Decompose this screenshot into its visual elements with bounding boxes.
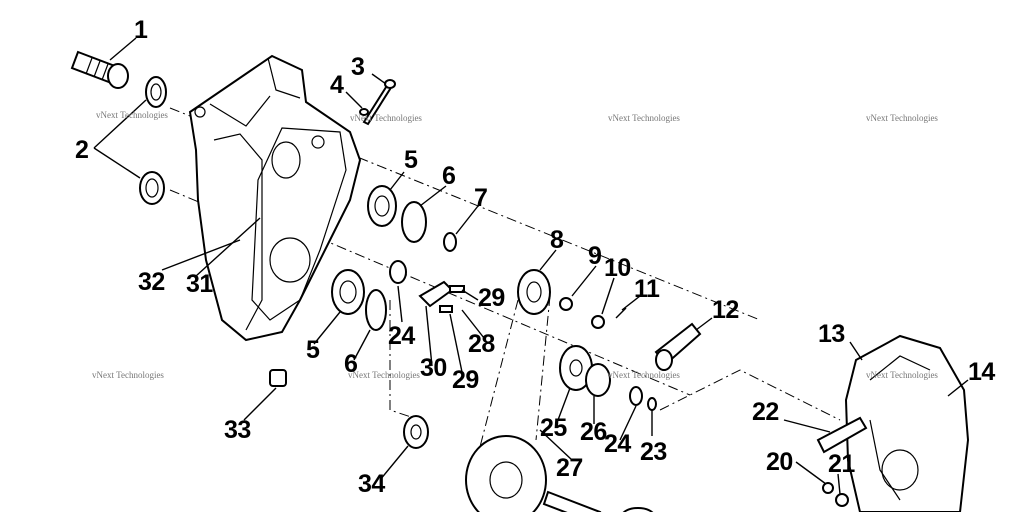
plug-part bbox=[269, 369, 287, 387]
callout-label: 21 bbox=[828, 450, 855, 478]
callout-label: 12 bbox=[712, 296, 739, 324]
callout-label: 24 bbox=[604, 430, 631, 458]
sprocket-part bbox=[517, 269, 551, 315]
callout-label: 29 bbox=[478, 284, 505, 312]
washer-part bbox=[389, 232, 657, 411]
callout-label: 30 bbox=[420, 354, 447, 382]
bearing-part bbox=[331, 185, 397, 315]
spacer-part bbox=[403, 415, 429, 449]
bolt-part bbox=[359, 79, 396, 126]
callout-label: 25 bbox=[540, 414, 567, 442]
callout-label: 34 bbox=[358, 470, 385, 498]
callout-label: 7 bbox=[474, 184, 487, 212]
callout-label: 24 bbox=[388, 322, 415, 350]
callout-label: 22 bbox=[752, 398, 779, 426]
gearcase-cover-part bbox=[816, 334, 970, 512]
watermark: vNext Technologies bbox=[348, 370, 420, 380]
callout-label: 28 bbox=[468, 330, 495, 358]
callout-label: 5 bbox=[404, 146, 418, 174]
o-ring-part bbox=[365, 201, 427, 331]
leader-lines bbox=[93, 37, 969, 495]
callout-label: 13 bbox=[818, 320, 845, 348]
watermark-layer: vNext Technologies vNext Technologies vN… bbox=[92, 110, 938, 380]
watermark: vNext Technologies bbox=[92, 370, 164, 380]
callout-label: 26 bbox=[580, 418, 607, 446]
watermark: vNext Technologies bbox=[866, 113, 938, 123]
shift-lever-part bbox=[654, 322, 702, 371]
watermark: vNext Technologies bbox=[96, 110, 168, 120]
callout-labels: 1 2 3 4 5 5 6 6 7 8 9 10 11 12 13 14 20 … bbox=[75, 16, 996, 498]
callout-label: 14 bbox=[968, 358, 995, 386]
callout-label: 1 bbox=[134, 16, 148, 44]
callout-label: 6 bbox=[344, 350, 357, 378]
callout-label: 8 bbox=[550, 226, 564, 254]
callout-label: 20 bbox=[766, 448, 793, 476]
watermark: vNext Technologies bbox=[608, 113, 680, 123]
callout-label: 29 bbox=[452, 366, 479, 394]
callout-label: 10 bbox=[604, 254, 631, 282]
input-shaft-part bbox=[70, 50, 129, 89]
watermark: vNext Technologies bbox=[350, 113, 422, 123]
callout-label: 27 bbox=[556, 454, 583, 482]
shift-fork-part bbox=[418, 280, 465, 313]
callout-label: 11 bbox=[634, 275, 660, 303]
watermark: vNext Technologies bbox=[608, 370, 680, 380]
gearcase-housing-part bbox=[188, 54, 362, 342]
seal-part bbox=[139, 76, 167, 205]
callout-label: 31 bbox=[186, 270, 213, 298]
callout-label: 6 bbox=[442, 162, 455, 190]
nut-part bbox=[559, 297, 627, 329]
watermark: vNext Technologies bbox=[866, 370, 938, 380]
callout-label: 33 bbox=[224, 416, 251, 444]
callout-label: 3 bbox=[351, 53, 364, 81]
callout-label: 4 bbox=[330, 71, 344, 99]
output-gear-part bbox=[465, 435, 654, 512]
chain-part bbox=[473, 295, 551, 471]
cluster-gear-part bbox=[559, 345, 611, 397]
callout-label: 5 bbox=[306, 336, 320, 364]
callout-label: 32 bbox=[138, 268, 165, 296]
callout-label: 2 bbox=[75, 136, 88, 164]
callout-label: 23 bbox=[640, 438, 667, 466]
callout-label: 9 bbox=[588, 242, 601, 270]
